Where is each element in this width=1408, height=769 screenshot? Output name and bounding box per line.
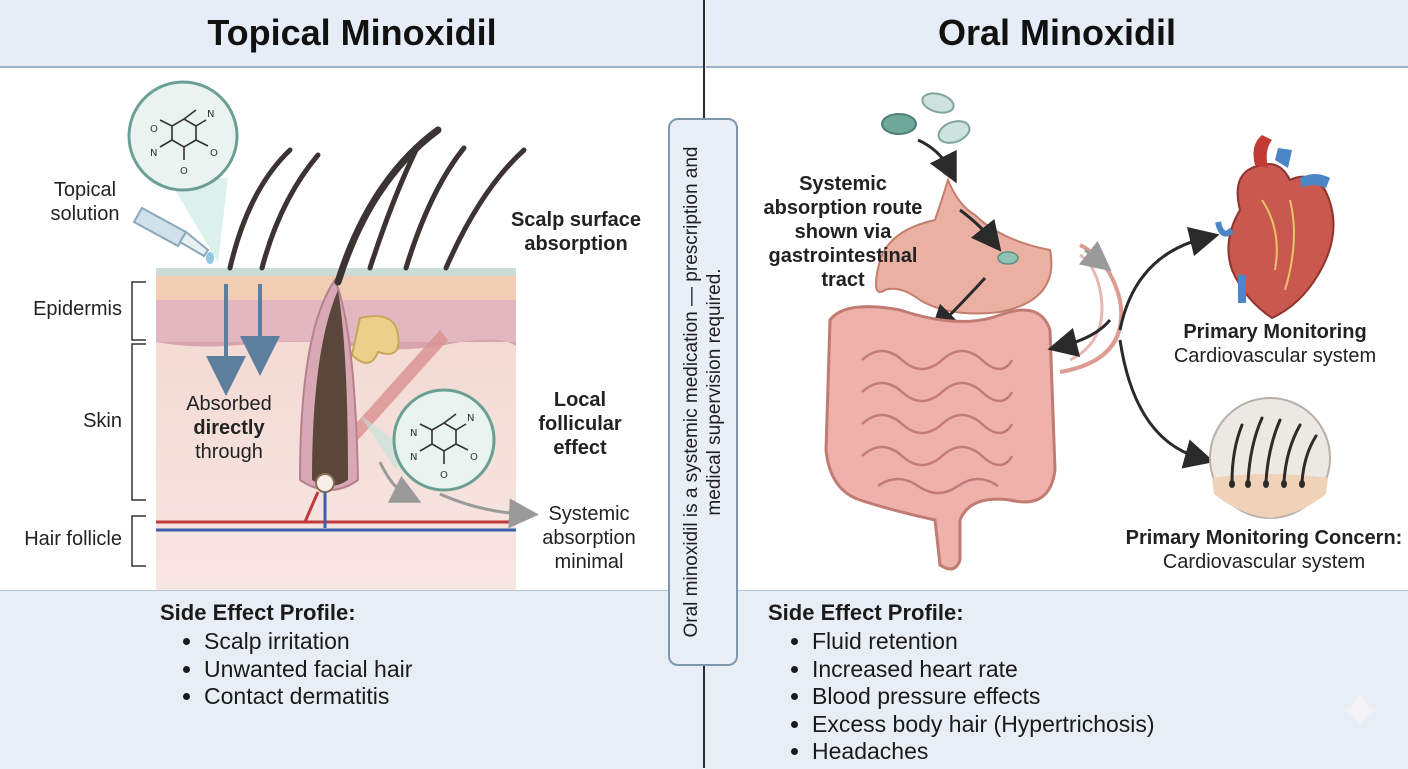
label-line: absorption route	[763, 197, 923, 219]
svg-text:N: N	[467, 413, 474, 424]
label-line: Local	[553, 389, 607, 411]
label-line: tract	[821, 269, 865, 291]
svg-text:O: O	[210, 148, 218, 159]
svg-text:O: O	[440, 470, 448, 481]
label-line: Systemic	[799, 173, 887, 195]
topical-footer-band	[0, 590, 703, 769]
absorption-route-label: Systemic absorption route shown via gast…	[758, 172, 928, 292]
svg-text:N: N	[150, 148, 157, 159]
systemic-arrow	[439, 492, 539, 529]
side-effect-item: Fluid retention	[812, 628, 1155, 656]
layer-label-epidermis: Epidermis	[33, 298, 122, 320]
hair-monitoring-label: Primary Monitoring Concern: Cardiovascul…	[1120, 526, 1408, 574]
local-effect-label: Local follicular effect	[524, 388, 636, 460]
pills-icon	[881, 92, 971, 144]
svg-text:N: N	[410, 428, 417, 439]
layer-label-skin: Skin	[83, 410, 122, 432]
scalp-surface-label: Scalp surface absorption	[496, 208, 656, 256]
label-line: absorption	[542, 527, 636, 549]
label-line: absorption	[524, 233, 628, 255]
systemic-minimal-label: Systemic absorption minimal	[530, 502, 648, 574]
side-effects-title: Side Effect Profile:	[160, 600, 356, 625]
svg-text:N: N	[207, 109, 214, 120]
dropper-bottle	[132, 206, 214, 264]
absorbed-label: Absorbed directly through	[170, 392, 288, 464]
label-line: Cardiovascular system	[1162, 551, 1366, 573]
label-line: Absorbed	[186, 393, 272, 415]
layer-label-hair-follicle: Hair follicle	[24, 528, 122, 550]
label-line: minimal	[554, 551, 624, 573]
supervision-note-text: Oral minoxidil is a systemic medication …	[681, 146, 725, 638]
label-line: Scalp surface	[510, 209, 642, 231]
side-effect-item: Contact dermatitis	[204, 683, 412, 711]
svg-text:O: O	[180, 166, 188, 177]
heart-arrow	[1118, 226, 1220, 331]
label-line: Primary Monitoring	[1183, 321, 1367, 343]
hair-follicle	[298, 277, 360, 528]
side-effect-item: Blood pressure effects	[812, 683, 1155, 711]
sebaceous-gland	[350, 315, 400, 364]
oral-side-effects: Side Effect Profile: Fluid retention Inc…	[768, 600, 1155, 766]
side-effect-item: Increased heart rate	[812, 656, 1155, 684]
arrector-muscle	[350, 330, 448, 440]
heart-monitoring-label: Primary Monitoring Cardiovascular system	[1150, 320, 1400, 368]
label-line: shown via	[794, 221, 892, 243]
svg-text:O: O	[150, 124, 158, 135]
side-effect-item: Scalp irritation	[204, 628, 412, 656]
label-line: Systemic	[548, 503, 630, 525]
label-line: through	[195, 441, 263, 463]
layer-brackets	[131, 281, 146, 567]
side-effect-item: Headaches	[812, 738, 1155, 766]
molecule-icon: O N N O O	[127, 80, 239, 192]
oral-footer-band	[705, 590, 1408, 769]
systemic-arrow	[378, 461, 422, 503]
intestines	[824, 305, 1057, 571]
hair-arrow	[1118, 339, 1215, 469]
hair-follicle-icon	[1209, 397, 1331, 519]
svg-text:N: N	[410, 452, 417, 463]
solution-beam	[168, 178, 228, 262]
side-effect-item: Unwanted facial hair	[204, 656, 412, 684]
side-effect-item: Excess body hair (Hypertrichosis)	[812, 711, 1155, 739]
label-line: Topical	[53, 179, 117, 201]
hair-strands	[227, 126, 527, 286]
label-line: gastrointestinal	[768, 245, 918, 267]
supervision-note: Oral minoxidil is a systemic medication …	[668, 118, 738, 666]
ingestion-arrow	[917, 138, 957, 184]
label-line: effect	[553, 437, 607, 459]
label-line: Cardiovascular system	[1173, 345, 1377, 367]
return-arrow	[1047, 319, 1112, 358]
label-line: solution	[50, 203, 120, 225]
oral-header: Oral Minoxidil	[706, 0, 1408, 68]
svg-text:O: O	[470, 452, 478, 463]
side-effects-title: Side Effect Profile:	[768, 600, 964, 625]
digestion-arrow	[959, 208, 1002, 252]
label-line: Primary Monitoring Concern:	[1125, 527, 1403, 549]
heart-icon	[1215, 135, 1335, 320]
topical-solution-label: Topical solution	[40, 178, 130, 226]
label-line: follicular	[538, 413, 622, 435]
topical-header: Topical Minoxidil	[0, 0, 704, 68]
molecule-icon-local: N N N O O	[360, 388, 496, 492]
topical-side-effects: Side Effect Profile: Scalp irritation Un…	[160, 600, 412, 711]
sparkle-icon	[1344, 692, 1376, 728]
label-line: directly	[193, 417, 265, 439]
